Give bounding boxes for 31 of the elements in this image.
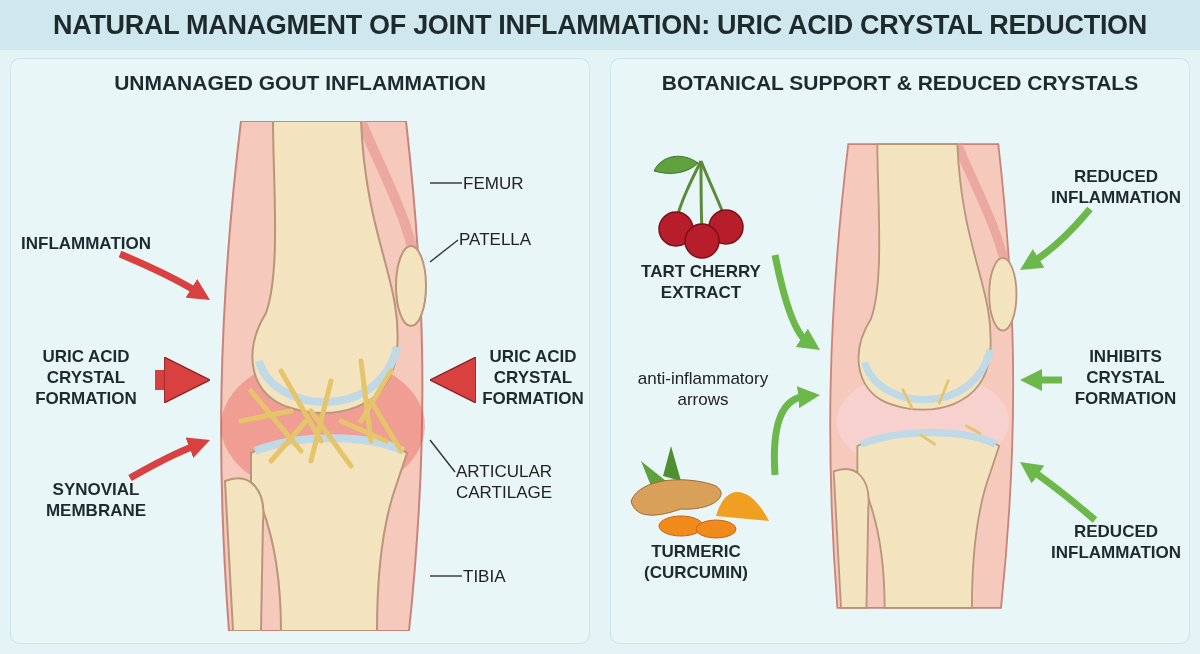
arrow: [128, 437, 210, 482]
arrow: [1020, 206, 1093, 271]
callout-label: REDUCED INFLAMMATION: [1046, 521, 1186, 565]
leader-line: [429, 182, 463, 184]
panel: [610, 58, 1190, 644]
callout-label: TIBIA: [463, 566, 523, 588]
arrow: [1020, 461, 1098, 523]
leader-line: [429, 239, 459, 263]
callout-label: SYNOVIAL MEMBRANE: [31, 479, 161, 523]
callout-label: REDUCED INFLAMMATION: [1046, 166, 1186, 210]
callout-label: URIC ACID CRYSTAL FORMATION: [473, 346, 593, 412]
callout-label: INFLAMMATION: [21, 233, 171, 255]
arrow: [770, 387, 820, 476]
arrow: [155, 356, 211, 404]
panel: [10, 58, 590, 644]
arrow: [771, 254, 820, 352]
arrow: [118, 250, 211, 300]
leader-line: [429, 439, 456, 473]
callout-label: URIC ACID CRYSTAL FORMATION: [16, 346, 156, 412]
leader-line: [429, 575, 463, 577]
callout-label: PATELLA: [459, 229, 549, 251]
callout-label: ARTICULAR CARTILAGE: [456, 461, 566, 505]
arrow: [429, 356, 477, 404]
node-label: TART CHERRY EXTRACT: [640, 261, 762, 303]
note-text: anti-inflammatory arrows: [636, 368, 770, 410]
panel-heading: UNMANAGED GOUT INFLAMMATION: [113, 71, 487, 95]
callout-label: FEMUR: [463, 173, 553, 195]
title: NATURAL MANAGMENT OF JOINT INFLAMMATION: URIC ACID CRYSTAL REDUCTION: [0, 0, 1200, 50]
callout-label: INHIBITS CRYSTAL FORMATION: [1063, 346, 1188, 412]
node-label: TURMERIC (CURCUMIN): [643, 541, 749, 583]
panel-heading: BOTANICAL SUPPORT & REDUCED CRYSTALS: [660, 71, 1140, 95]
